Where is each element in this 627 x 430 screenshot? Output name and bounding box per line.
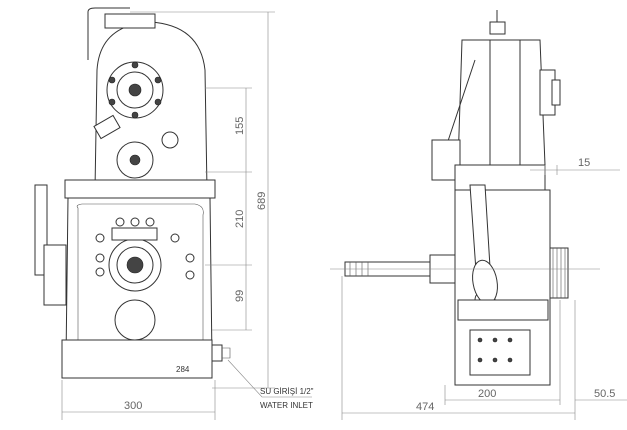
water-inlet-label-en: WATER INLET (260, 401, 313, 410)
dim-474: 474 (416, 401, 434, 413)
dim-200: 200 (478, 388, 496, 400)
dim-155: 155 (234, 117, 246, 135)
dim-689: 689 (256, 192, 268, 210)
dim-300: 300 (124, 400, 142, 412)
front-view: 284 (34, 7, 231, 379)
dim-210: 210 (234, 210, 246, 228)
side-dimensions: 15 200 50.5 474 (341, 157, 627, 420)
side-view (330, 10, 600, 386)
dim-15: 15 (578, 157, 590, 169)
part-number-label: 284 (176, 365, 190, 374)
front-dimensions: 155 210 99 689 300 SU GİRİŞİ 1/2" WATER … (61, 11, 314, 420)
dim-50-5: 50.5 (594, 388, 615, 400)
water-inlet-label-tr: SU GİRİŞİ 1/2" (260, 387, 314, 396)
dim-99: 99 (234, 290, 246, 302)
